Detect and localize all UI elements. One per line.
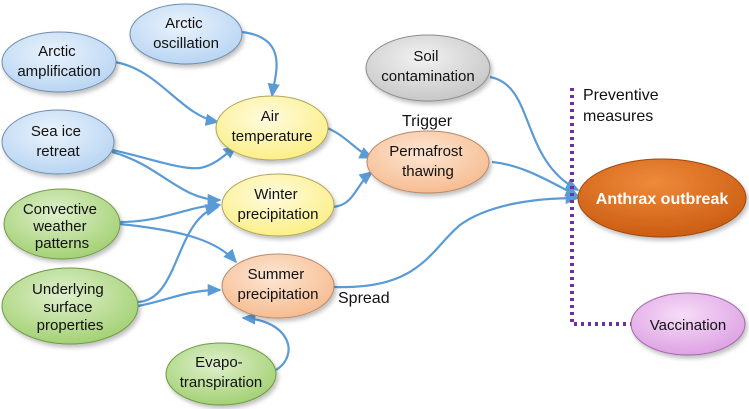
node-underlying-surface-properties: Underlying surface properties <box>1 267 139 345</box>
edge-sea-ice-to-winter-precipitation <box>111 150 222 207</box>
preventive-label-line2: measures <box>583 108 653 125</box>
svg-text:Underlying surface: Underlying surface properties <box>32 281 108 334</box>
node-permafrost-thawing: Permafrost thawing <box>366 130 490 194</box>
convective-weather-line2: weather <box>32 218 86 235</box>
edge-air-temperature-to-permafrost <box>326 126 374 159</box>
arctic-oscillation-line1: Arctic <box>165 15 203 32</box>
convective-weather-line1: Convective <box>23 201 97 218</box>
summer-precipitation-line1: Summer <box>248 266 305 283</box>
edge-permafrost-to-anthrax <box>491 160 580 197</box>
svg-text:Summer precipitation: Summer precipitation <box>238 266 319 303</box>
soil-contamination-line2: contamination <box>381 68 474 85</box>
node-soil-contamination: Soil contamination <box>365 34 491 102</box>
node-winter-precipitation: Winter precipitation <box>221 173 335 237</box>
node-convective-weather-patterns: Convective weather patterns <box>3 188 121 260</box>
arctic-amplification-line2: amplification <box>17 63 100 80</box>
evapotranspiration-line2: transpiration <box>180 374 263 391</box>
edge-underlying-to-summer-precipitation <box>137 283 222 308</box>
svg-text:Permafrost thawing: Permafrost thawing <box>389 143 467 180</box>
edge-underlying-to-winter-precipitation <box>137 204 220 304</box>
svg-text:Vaccination: Vaccination <box>650 317 726 334</box>
convective-weather-line3: patterns <box>35 235 89 252</box>
winter-precipitation-line1: Winter <box>254 186 297 203</box>
svg-text:Preventive measures: Preventive measures <box>583 87 663 125</box>
svg-text:Sea ice retreat: Sea ice retreat <box>31 123 85 160</box>
node-air-temperature: Air temperature <box>215 95 329 161</box>
svg-text:Soil contamination: Soil contamination <box>381 48 474 85</box>
air-temperature-line2: temperature <box>232 128 313 145</box>
svg-text:Convective weather: Convective weather patterns <box>23 201 101 252</box>
svg-text:Arctic oscillation: Arctic oscillation <box>153 15 219 52</box>
arctic-oscillation-line2: oscillation <box>153 35 219 52</box>
underlying-surface-line3: properties <box>37 317 104 334</box>
sea-ice-retreat-line2: retreat <box>36 143 80 160</box>
permafrost-thawing-line1: Permafrost <box>389 143 463 160</box>
svg-text:Arctic amplification: Arctic amplification <box>17 43 100 80</box>
edges <box>111 30 580 371</box>
edge-sea-ice-to-air-temperature <box>111 145 238 170</box>
permafrost-thawing-line2: thawing <box>402 163 454 180</box>
node-vaccination: Vaccination <box>630 292 746 356</box>
node-arctic-oscillation: Arctic oscillation <box>129 3 243 65</box>
edge-soil-to-anthrax <box>489 75 580 191</box>
svg-text:Evapo- transpiration: Evapo- transpiration <box>180 354 263 391</box>
trigger-label: Trigger <box>402 113 453 130</box>
summer-precipitation-line2: precipitation <box>238 286 319 303</box>
svg-text:Air temperature: Air temperature <box>232 108 313 145</box>
preventive-measures-line <box>570 88 632 326</box>
edge-evapotranspiration-to-summer-precipitation <box>241 312 290 371</box>
sea-ice-retreat-line1: Sea ice <box>31 123 81 140</box>
svg-text:Winter precipitation: Winter precipitation <box>238 186 319 223</box>
preventive-label-line1: Preventive <box>583 87 659 104</box>
vaccination-label: Vaccination <box>650 317 726 334</box>
node-sea-ice-retreat: Sea ice retreat <box>1 109 115 175</box>
edge-convective-to-summer-precipitation <box>119 222 238 264</box>
node-summer-precipitation: Summer precipitation <box>221 253 335 319</box>
edge-winter-precipitation-to-permafrost <box>332 171 374 209</box>
anthrax-outbreak-label: Anthrax outbreak <box>596 191 729 208</box>
winter-precipitation-line2: precipitation <box>238 206 319 223</box>
node-arctic-amplification: Arctic amplification <box>1 31 117 93</box>
arctic-amplification-line1: Arctic <box>38 43 76 60</box>
edge-summer-precipitation-to-anthrax <box>333 191 580 289</box>
underlying-surface-line2: surface <box>43 299 92 316</box>
air-temperature-line1: Air <box>261 108 279 125</box>
svg-text:Anthrax outbreak: Anthrax outbreak <box>596 191 729 208</box>
edge-arctic-oscillation-to-air-temperature <box>241 30 280 98</box>
spread-label: Spread <box>338 290 390 307</box>
node-evapotranspiration: Evapo- transpiration <box>165 342 277 406</box>
node-anthrax-outbreak: Anthrax outbreak <box>577 158 747 238</box>
soil-contamination-line1: Soil <box>413 48 438 65</box>
underlying-surface-line1: Underlying <box>32 281 104 298</box>
edge-arctic-amplification-to-air-temperature <box>114 60 220 126</box>
evapotranspiration-line1: Evapo- <box>195 354 243 371</box>
